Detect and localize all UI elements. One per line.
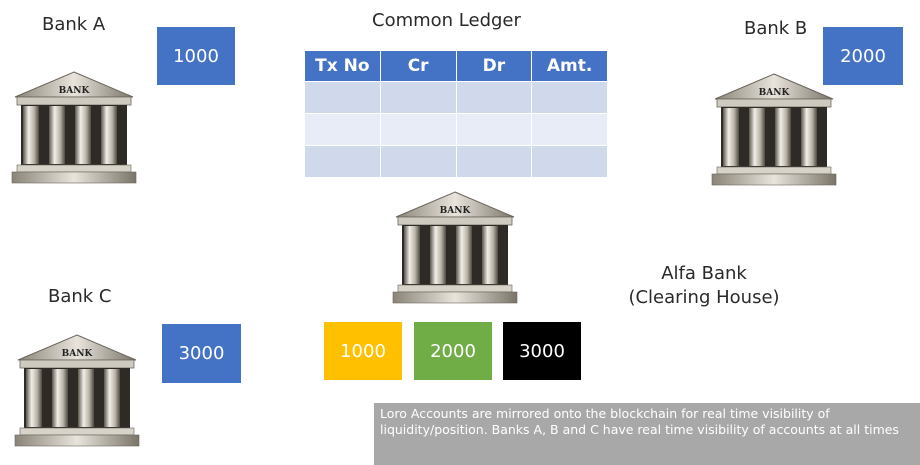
bank-c-label: Bank C [48,286,112,307]
alfa-bank-building-label: BANK [440,206,472,216]
loro-account-2: 2000 [414,322,492,380]
bank-a-balance: 1000 [157,27,235,85]
ledger-cell [455,145,533,178]
alfa-bank-name-line2: (Clearing House) [628,287,780,308]
ledger-cell [455,81,533,114]
alfa-bank-name: Alfa Bank (Clearing House) [612,262,796,310]
ledger-cell [304,145,381,178]
bank-b-balance: 2000 [823,27,903,85]
bank-c-balance: 3000 [162,324,241,383]
common-ledger-table: Tx No Cr Dr Amt. [304,50,608,178]
ledger-row [304,113,608,146]
bank-c-building-icon: BANK [12,333,142,448]
bank-a-building-icon: BANK [9,70,139,185]
bank-b-label: Bank B [744,18,808,39]
bank-a-label: Bank A [42,14,106,35]
ledger-header-amt: Amt. [531,50,608,82]
ledger-cell [379,145,457,178]
ledger-cell [379,81,457,114]
ledger-cell [531,145,608,178]
ledger-header-row: Tx No Cr Dr Amt. [304,50,608,82]
ledger-cell [455,113,533,146]
ledger-header-dr: Dr [455,50,533,82]
ledger-cell [379,113,457,146]
loro-account-3: 3000 [503,322,581,380]
alfa-bank-building-icon: BANK [390,190,520,305]
bank-c-building-label: BANK [62,349,94,359]
bank-b-building-label: BANK [759,88,791,98]
ledger-row [304,81,608,114]
ledger-row [304,145,608,178]
ledger-cell [531,113,608,146]
ledger-cell [304,113,381,146]
loro-accounts-note: Loro Accounts are mirrored onto the bloc… [374,403,920,465]
bank-b-building-icon: BANK [709,72,839,187]
alfa-bank-name-line1: Alfa Bank [661,263,747,284]
ledger-title: Common Ledger [372,10,521,31]
ledger-header-cr: Cr [379,50,457,82]
ledger-cell [531,81,608,114]
ledger-header-tx-no: Tx No [304,50,381,82]
ledger-cell [304,81,381,114]
bank-a-building-label: BANK [59,86,91,96]
loro-account-1: 1000 [324,322,402,380]
